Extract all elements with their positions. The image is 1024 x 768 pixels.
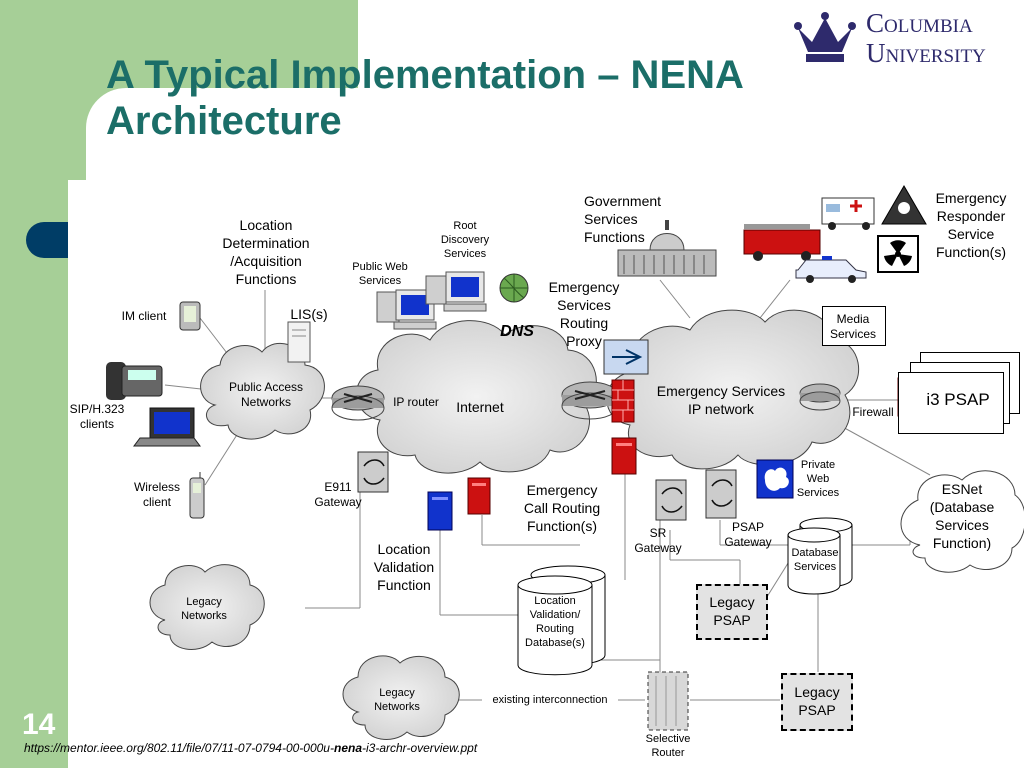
legacy-networks-1-label: Legacy Networks	[181, 596, 227, 622]
es-ip-network-label: Emergency Services IP network	[656, 383, 786, 417]
ip-router-label: IP router	[393, 395, 439, 409]
legacy-psap-1-label: Legacy PSAP	[709, 594, 755, 628]
cloud-public-access	[200, 342, 325, 440]
e911-gateway-label: E911 Gateway	[314, 480, 362, 509]
cell-phone-icon	[189, 472, 205, 519]
public-web-label: Public Web Services	[352, 261, 408, 287]
source-url: https://mentor.ieee.org/802.11/file/07/1…	[24, 741, 477, 755]
firewall-icon	[611, 379, 635, 423]
media-services-label: Media Services	[829, 312, 876, 341]
cloud-legacy-networks-1	[149, 564, 265, 650]
globe-icon	[499, 273, 529, 303]
existing-interconnection-label: existing interconnection	[482, 693, 618, 707]
blue-tab	[26, 222, 68, 258]
green-left-strip	[0, 0, 68, 768]
location-functions-label: Location Determination /Acquisition Func…	[222, 217, 310, 287]
database-services-icon	[787, 517, 853, 595]
cloud-legacy-networks-2	[342, 655, 460, 740]
lis-label: LIS(s)	[290, 306, 328, 322]
sip-clients-label: SIP/H.323 clients	[69, 402, 125, 431]
server-blue-icon	[756, 459, 794, 499]
fire-truck-icon	[743, 224, 821, 261]
slide-title-line1: A Typical Implementation – NENA	[106, 53, 744, 97]
server-red-icon	[467, 477, 491, 515]
server-blue-icon	[427, 491, 453, 531]
logo-line2: University	[866, 38, 986, 68]
page-number: 14	[22, 708, 56, 741]
sr-gateway-icon	[655, 479, 687, 521]
cloud-internet	[356, 320, 597, 474]
i3-psap-label: i3 PSAP	[926, 390, 990, 409]
desk-phone-icon	[106, 362, 163, 400]
computer-icon	[376, 289, 437, 330]
database-services-label: Database Services	[791, 547, 839, 573]
legacy-psap-box-2	[781, 673, 853, 731]
im-client-label: IM client	[121, 309, 167, 323]
esnet-label: ESNet (Database Services Function)	[929, 481, 995, 551]
root-discovery-label: Root Discovery Services	[440, 220, 490, 260]
legacy-psap-2-label: Legacy PSAP	[794, 684, 840, 718]
lis-server-icon	[287, 321, 311, 363]
columbia-crown-icon	[794, 12, 856, 62]
cloud-esnet	[900, 470, 1024, 573]
radiation-icon	[877, 235, 919, 273]
police-car-icon	[795, 256, 867, 283]
emergency-responder-label: Emergency Responder Service Function(s)	[935, 190, 1007, 260]
lv-database-icon	[517, 565, 606, 676]
lv-database-label: Location Validation/ Routing Database(s)	[525, 595, 585, 649]
firewall-label: Firewall	[852, 405, 894, 419]
router-icon	[331, 385, 385, 421]
dns-label: DNS	[500, 323, 534, 340]
government-label: Government Services Functions	[584, 193, 662, 245]
server-red-icon	[611, 437, 637, 475]
government-building-icon	[617, 220, 717, 277]
pda-icon	[179, 301, 201, 331]
slide-title-line2: Architecture	[106, 99, 342, 143]
source-url-suffix: -i3-archr-overview.ppt	[362, 741, 478, 755]
hazmat-skull-icon	[881, 185, 927, 225]
e911-gateway-icon	[357, 451, 389, 493]
location-validation-label: Location Validation Function	[373, 541, 435, 593]
columbia-logo-text: Columbia University	[866, 8, 1024, 68]
selective-router-label: Selective Router	[645, 733, 691, 759]
legacy-psap-box-1	[696, 584, 768, 640]
media-services-box	[822, 306, 886, 346]
laptop-icon	[133, 407, 201, 447]
i3-psap-box	[898, 372, 1004, 434]
ambulance-icon	[821, 197, 875, 230]
internet-label: Internet	[456, 399, 504, 415]
source-url-bold: nena	[333, 741, 362, 755]
router-icon	[799, 383, 841, 411]
cloud-es-ip-network	[606, 309, 860, 470]
sr-gateway-label: SR Gateway	[634, 526, 682, 555]
ecrf-label: Emergency Call Routing Function(s)	[523, 482, 601, 534]
public-access-label: Public Access Networks	[228, 380, 304, 409]
slide-title: A Typical Implementation – NENA Architec…	[106, 52, 866, 144]
wireless-client-label: Wireless client	[133, 480, 180, 509]
source-url-prefix: https://mentor.ieee.org/802.11/file/07/1…	[24, 741, 334, 755]
logo-line1: Columbia	[866, 8, 973, 38]
psap-gateway-label: PSAP Gateway	[724, 520, 772, 549]
private-web-label: Private Web Services	[796, 459, 840, 499]
selective-router-icon	[647, 671, 689, 731]
computer-icon	[425, 271, 487, 312]
legacy-networks-2-label: Legacy Networks	[374, 687, 420, 713]
white-top-right	[358, 0, 1024, 100]
esrp-label: Emergency Services Routing Proxy	[548, 279, 620, 349]
esrp-device-icon	[603, 339, 649, 375]
psap-gateway-icon	[705, 469, 737, 519]
